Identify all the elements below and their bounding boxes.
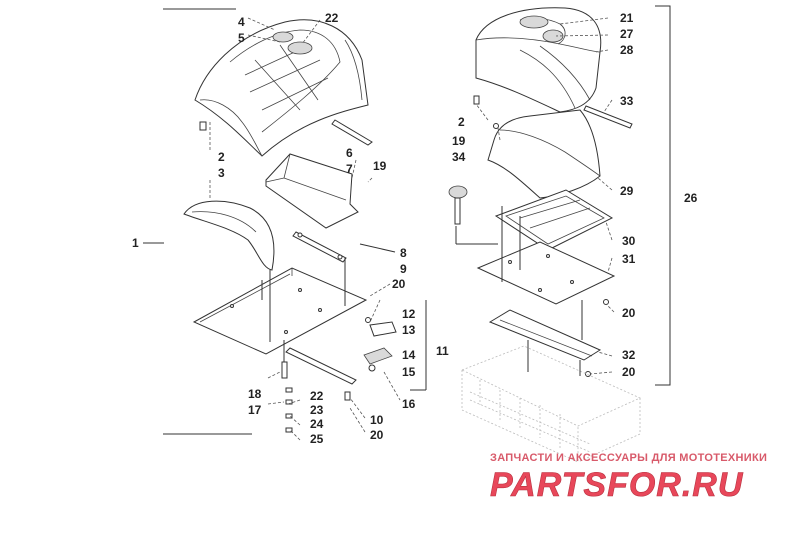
plate-31	[476, 241, 616, 305]
callout-8: 8	[400, 246, 407, 260]
callout-30: 30	[622, 234, 636, 248]
callout-2: 2	[218, 150, 225, 164]
callout-20-right-lower: 20	[622, 365, 636, 379]
leader-lines-right	[455, 17, 615, 376]
callout-20-right: 20	[622, 306, 636, 320]
callout-11: 11	[436, 344, 449, 358]
rod-33	[583, 105, 633, 129]
callout-7: 7	[346, 162, 353, 176]
callout-18: 18	[248, 387, 262, 401]
frame-30	[494, 189, 614, 251]
callout-15: 15	[402, 365, 416, 379]
watermark-brand: PARTSFOR.RU	[490, 466, 744, 504]
bracket-32	[488, 309, 602, 361]
callout-32: 32	[622, 348, 636, 362]
callout-22-lower: 22	[310, 389, 324, 403]
callout-1: 1	[132, 236, 139, 250]
callout-13: 13	[402, 323, 416, 337]
strap-left	[331, 119, 373, 146]
callout-2-right: 2	[458, 115, 465, 129]
callout-3: 3	[218, 166, 225, 180]
callout-12: 12	[402, 307, 416, 321]
callout-23: 23	[310, 403, 324, 417]
callout-27: 27	[620, 27, 634, 41]
callout-19: 19	[373, 159, 387, 173]
callout-24: 24	[310, 417, 324, 431]
callout-33: 33	[620, 94, 634, 108]
callout-20-lower: 20	[370, 428, 384, 442]
latch-assembly	[363, 317, 397, 372]
callout-19-right: 19	[452, 134, 466, 148]
callout-21: 21	[620, 11, 634, 25]
callout-14: 14	[402, 348, 416, 362]
ghost-frame-11	[460, 345, 641, 463]
fender-3	[183, 200, 275, 271]
fastener-2-left	[199, 121, 207, 131]
base-plate-9	[192, 267, 368, 355]
storage-tray	[265, 153, 359, 229]
callout-16: 16	[402, 397, 416, 411]
callout-20: 20	[392, 277, 406, 291]
callout-10: 10	[370, 413, 384, 427]
callout-26: 26	[684, 191, 698, 205]
callout-6: 6	[346, 146, 353, 160]
callout-34: 34	[452, 150, 466, 164]
callout-29: 29	[620, 184, 634, 198]
callout-28: 28	[620, 43, 634, 57]
bracket-8	[292, 231, 347, 263]
callout-17: 17	[248, 403, 262, 417]
callout-4: 4	[238, 15, 245, 29]
backrest-foam	[487, 109, 601, 199]
knob-34	[448, 185, 468, 225]
callout-9: 9	[400, 262, 407, 276]
callout-31: 31	[622, 252, 636, 266]
bracket-10	[285, 347, 357, 385]
seat-cover	[194, 19, 369, 157]
callout-25: 25	[310, 432, 324, 446]
watermark-tagline: ЗАПЧАСТИ И АКСЕССУАРЫ ДЛЯ МОТОТЕХНИКИ	[490, 452, 767, 464]
leader-lines-left	[143, 17, 401, 441]
callout-5: 5	[238, 31, 245, 45]
seat-back	[475, 7, 602, 113]
callout-22: 22	[325, 11, 339, 25]
assembly-bracket-26	[655, 5, 671, 386]
